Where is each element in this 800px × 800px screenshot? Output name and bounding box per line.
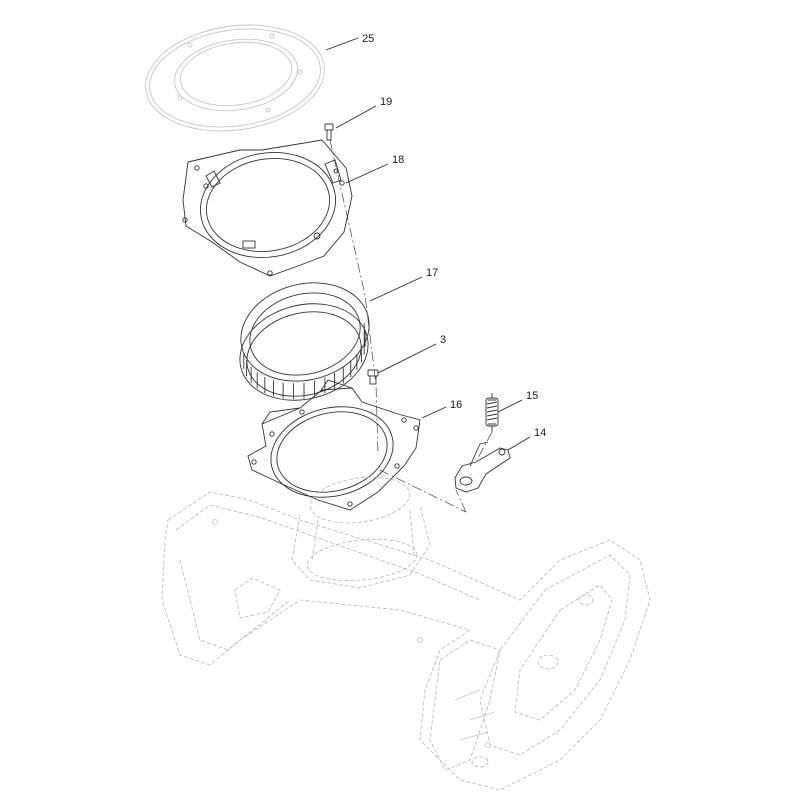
callout-19[interactable]: 19 (335, 96, 392, 129)
callout-label-14: 14 (534, 427, 546, 439)
part-18-mounting-plate[interactable] (182, 139, 353, 277)
callout-25[interactable]: 25 (325, 33, 374, 51)
assembly-axis (329, 139, 493, 513)
callout-label-17: 17 (426, 267, 438, 279)
callout-label-3: 3 (440, 334, 446, 346)
callout-14[interactable]: 14 (507, 427, 546, 451)
part-14-lever-arm[interactable] (454, 441, 511, 493)
part-15-spring[interactable] (485, 393, 499, 432)
callout-label-25: 25 (362, 33, 374, 45)
part-17-gear-ring[interactable] (230, 270, 380, 414)
gear-teeth (243, 323, 366, 400)
chute-housing-ghost (161, 476, 651, 791)
callout-15[interactable]: 15 (497, 390, 538, 413)
callout-label-18: 18 (392, 154, 404, 166)
callout-label-16: 16 (450, 399, 462, 411)
part-25-outer-ring[interactable] (139, 14, 332, 142)
callout-label-19: 19 (380, 96, 392, 108)
part-16-base-bracket[interactable] (247, 379, 421, 511)
callout-18[interactable]: 18 (345, 154, 404, 184)
callout-17[interactable]: 17 (369, 267, 438, 302)
part-3-bolt[interactable] (367, 369, 379, 385)
part-19-bolt[interactable] (324, 123, 334, 141)
callout-3[interactable]: 3 (377, 334, 446, 374)
callout-label-15: 15 (526, 390, 538, 402)
callout-16[interactable]: 16 (421, 399, 462, 419)
